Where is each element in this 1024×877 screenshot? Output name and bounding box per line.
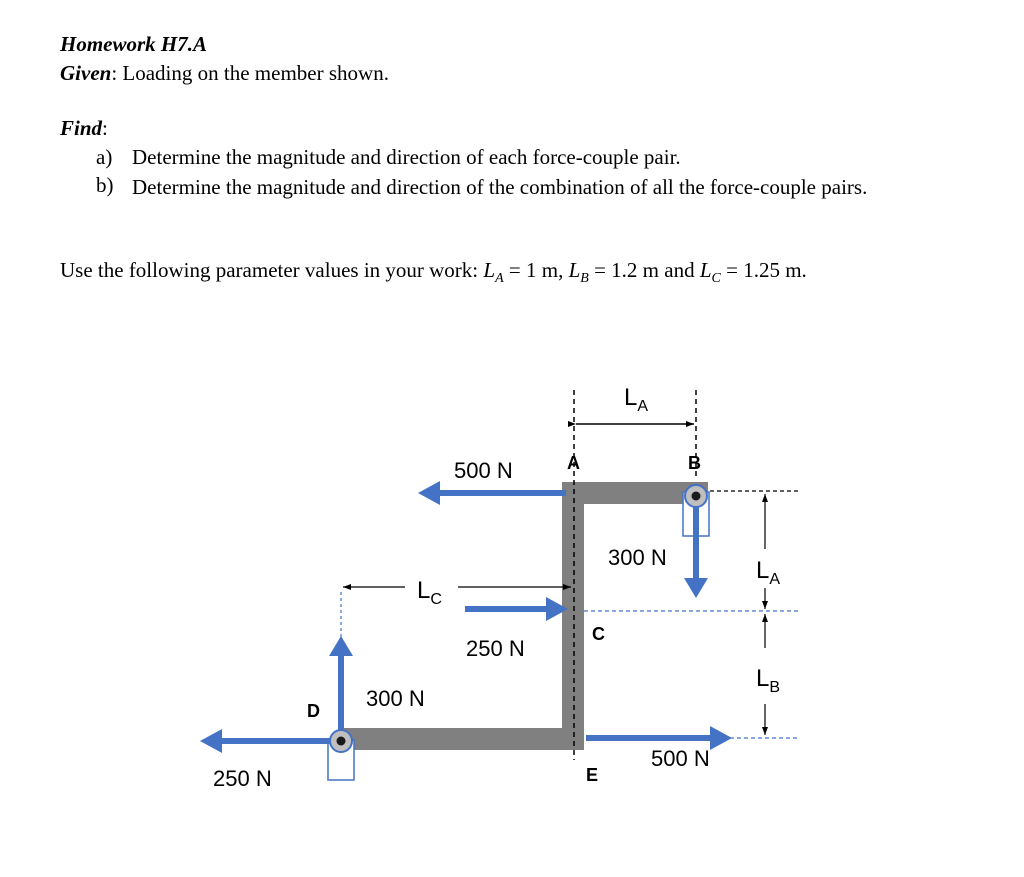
parameter-line: Use the following parameter values in yo… xyxy=(60,258,807,291)
top-horizontal-member xyxy=(562,482,708,504)
find-colon: : xyxy=(102,116,108,140)
force-arrowhead-d-up xyxy=(329,636,353,656)
point-label-a: A xyxy=(567,453,580,473)
force-label-b-down: 300 N xyxy=(608,545,667,570)
lb-right-label: LB xyxy=(756,665,780,696)
find-label: Find xyxy=(60,116,103,140)
point-label-c: C xyxy=(592,624,605,644)
lc-subscript: C xyxy=(711,271,721,287)
point-label-b: B xyxy=(688,453,701,473)
pin-b-center xyxy=(691,491,701,501)
la-top-label: LA xyxy=(624,384,648,415)
force-arrowhead-mid-right xyxy=(546,597,568,621)
point-label-e: E xyxy=(586,765,598,785)
lb-symbol: L xyxy=(568,258,581,282)
homework-title-text: Homework H7.A xyxy=(60,32,208,56)
force-label-d-up: 300 N xyxy=(366,686,425,711)
point-label-d: D xyxy=(307,701,320,721)
given-line: Given: Loading on the member shown. xyxy=(60,61,389,85)
find-item-marker: a) xyxy=(96,145,113,169)
vertical-member xyxy=(562,482,584,750)
find-item-text: Determine the magnitude and direction of… xyxy=(132,175,868,199)
bottom-horizontal-member xyxy=(340,728,584,750)
lb-value: = 1.2 m and xyxy=(588,258,700,282)
lc-label: LC xyxy=(417,577,442,608)
given-label: Given xyxy=(60,61,112,85)
la-value: = 1 m, xyxy=(503,258,569,282)
force-label-mid-right: 250 N xyxy=(466,636,525,661)
la-symbol: L xyxy=(483,258,496,282)
force-label-d-left: 250 N xyxy=(213,766,272,791)
find-line: Find: xyxy=(60,116,108,140)
force-label-top-left: 500 N xyxy=(454,458,513,483)
force-arrowhead-top-left xyxy=(418,481,440,505)
given-text: : Loading on the member shown. xyxy=(111,61,389,85)
parameter-prefix: Use the following parameter values in yo… xyxy=(60,258,484,282)
find-item-marker: b) xyxy=(96,173,114,197)
homework-title: Homework H7.A xyxy=(60,32,207,56)
force-arrowhead-d-left xyxy=(200,729,222,753)
force-arrowhead-b-down xyxy=(684,578,708,598)
pin-d-center xyxy=(336,736,346,746)
lc-value: = 1.25 m. xyxy=(720,258,807,282)
force-arrowhead-bottom-right xyxy=(710,726,732,750)
find-item-b: b) Determine the magnitude and direction … xyxy=(96,173,942,202)
lb-subscript: B xyxy=(580,271,589,287)
force-label-bottom-right: 500 N xyxy=(651,746,710,771)
find-item-a: a) Determine the magnitude and direction … xyxy=(96,145,932,169)
lc-symbol: L xyxy=(699,258,712,282)
la-right-label: LA xyxy=(756,557,780,588)
find-item-text: Determine the magnitude and direction of… xyxy=(132,145,681,169)
la-subscript: A xyxy=(495,271,504,287)
